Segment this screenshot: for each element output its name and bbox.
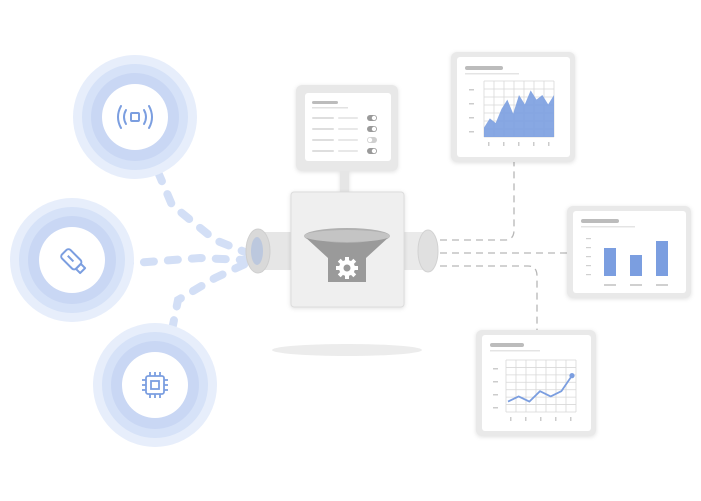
toggle-knob: [371, 148, 377, 154]
cpu-chip-icon: [142, 372, 168, 398]
y-tick: [469, 131, 474, 133]
x-tick: [503, 142, 505, 146]
y-tick: [469, 117, 474, 119]
settings-row-label: [312, 150, 334, 152]
toggle-knob: [367, 137, 373, 143]
settings-row-value: [338, 139, 358, 141]
card-title-bar: [465, 66, 503, 70]
broadcast-icon: [117, 105, 153, 129]
settings-row-label: [312, 139, 334, 141]
settings-row-value: [338, 117, 358, 119]
y-tick: [493, 381, 498, 383]
connector-wireless-to-hub: [154, 168, 249, 256]
line-chart-card[interactable]: [476, 330, 596, 436]
x-tick: [548, 142, 550, 146]
toggle-knob: [371, 126, 377, 132]
x-tick-label: [604, 284, 616, 286]
area-series: [484, 90, 554, 137]
settings-row-value: [338, 150, 358, 152]
x-tick-label: [630, 284, 642, 286]
card-title-bar: [581, 219, 619, 223]
x-tick: [488, 142, 490, 146]
connector-usb-to-hub: [116, 253, 249, 268]
y-tick: [469, 89, 474, 91]
line-series: [507, 375, 573, 403]
line-chart: [493, 359, 577, 421]
gear-icon: [336, 257, 358, 279]
hub-funnel-box[interactable]: [290, 191, 405, 308]
hub-shadow: [272, 344, 422, 356]
connector-hub-to-area-chart: [440, 160, 515, 241]
y-tick: [586, 238, 591, 240]
y-tick: [493, 368, 498, 370]
bar: [630, 255, 642, 276]
x-tick: [533, 142, 535, 146]
y-tick: [469, 103, 474, 105]
x-tick: [540, 417, 542, 421]
x-tick: [510, 417, 512, 421]
source-wireless-sensor[interactable]: [73, 55, 197, 179]
data-point: [569, 373, 575, 379]
y-tick: [586, 265, 591, 267]
source-embedded-chip[interactable]: [93, 323, 217, 447]
area-chart: [469, 80, 555, 146]
area-chart-card[interactable]: [451, 52, 575, 162]
connector-hub-to-line-chart: [440, 265, 538, 330]
usb-stick-icon: [60, 248, 87, 275]
settings-rows: [312, 115, 377, 154]
settings-row-label: [312, 128, 334, 130]
y-tick: [586, 274, 591, 276]
x-tick: [525, 417, 527, 421]
settings-row-label: [312, 117, 334, 119]
bar: [604, 248, 616, 276]
y-tick: [493, 407, 498, 409]
x-tick: [518, 142, 520, 146]
source-usb-device[interactable]: [10, 198, 134, 322]
y-tick: [586, 247, 591, 249]
bar: [656, 241, 668, 276]
y-tick: [493, 394, 498, 396]
output-connectors: [440, 160, 568, 330]
bar-chart: [586, 238, 668, 286]
x-tick: [570, 417, 572, 421]
y-tick: [586, 256, 591, 258]
hub-settings-panel[interactable]: [296, 85, 398, 193]
source-connectors: [116, 168, 249, 334]
toggle-knob: [371, 115, 377, 121]
card-title-bar: [490, 343, 524, 347]
x-tick: [555, 417, 557, 421]
settings-row-value: [338, 128, 358, 130]
settings-header-line: [312, 101, 338, 104]
connector-chip-to-hub: [168, 260, 249, 334]
bar-chart-card[interactable]: [567, 206, 691, 298]
x-tick-label: [656, 284, 668, 286]
